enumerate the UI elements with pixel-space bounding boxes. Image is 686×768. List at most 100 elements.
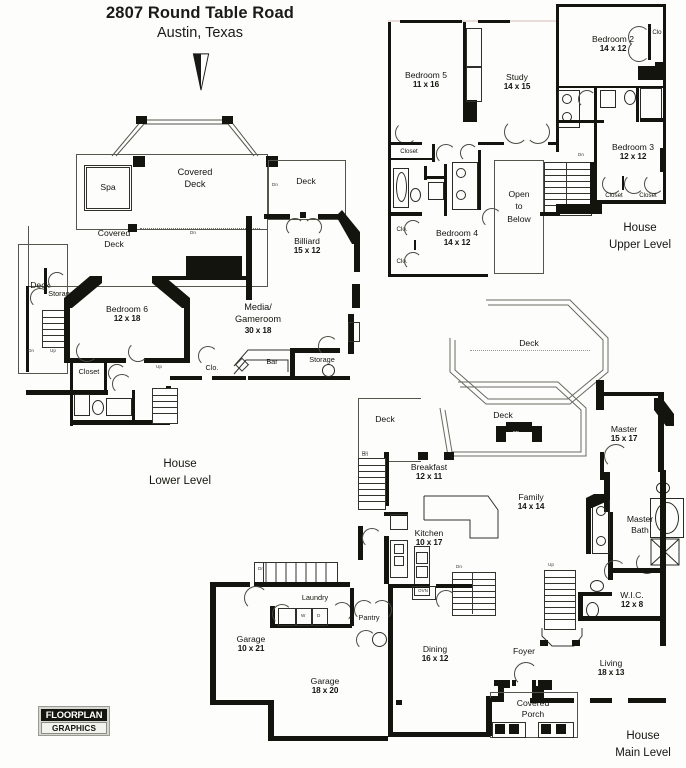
door-swing: [304, 218, 322, 236]
toilet-fixture: [624, 90, 636, 105]
room-label-deck: Deck: [296, 176, 316, 186]
wall: [556, 204, 602, 214]
toilet-fixture: [410, 188, 421, 202]
wall: [212, 376, 246, 380]
wall: [388, 166, 391, 218]
stair-direction-label: Dn: [258, 566, 264, 571]
room-label-bedroom-5: Bedroom 5 11 x 16: [404, 70, 448, 90]
wall: [290, 348, 295, 380]
wall: [594, 88, 597, 98]
wall: [596, 380, 604, 410]
door-swing: [436, 590, 456, 610]
deck-left-main-outline: [358, 398, 421, 462]
washer-label: W: [301, 613, 306, 618]
wall: [594, 200, 666, 204]
wall: [160, 276, 186, 280]
bedroom-6-corner: [64, 276, 102, 308]
cooktop-burner: [394, 544, 404, 554]
wall: [582, 592, 612, 596]
room-label-living: Living 18 x 13: [597, 658, 625, 678]
wall: [578, 616, 666, 621]
wall: [64, 306, 70, 362]
door-swing: [286, 218, 304, 236]
door-swing: [76, 340, 98, 362]
door-swing: [602, 174, 622, 194]
fireplace: [496, 422, 542, 442]
wall: [384, 452, 389, 506]
room-label-deck-left-main: Deck: [375, 414, 395, 424]
room-label-deck-mid: Deck: [493, 410, 513, 420]
room-label-bedroom-6: Bedroom 6 12 x 18: [105, 304, 149, 324]
wall: [478, 142, 504, 145]
shower-fixture: [428, 182, 444, 200]
wall: [26, 390, 108, 395]
stair-rail: [472, 572, 473, 614]
closet-shelf: [466, 66, 482, 102]
staircase: [452, 572, 496, 616]
wall-post: [136, 116, 147, 124]
vanity-fixture: [452, 162, 478, 210]
stair-direction-label: Dn: [28, 348, 34, 353]
staircase: [544, 570, 576, 630]
room-label-covered-deck-2: Covered Deck: [97, 228, 131, 250]
door-swing: [624, 174, 644, 194]
room-label-kitchen: Kitchen 10 x 17: [414, 528, 444, 548]
floorplan-graphics-logo: FLOORPLAN GRAPHICS: [38, 706, 110, 736]
wall: [210, 582, 216, 704]
wall: [104, 362, 107, 392]
room-label-clo: Clo.: [396, 258, 408, 265]
main-deck-mid: [439, 381, 587, 457]
room-label-deck-left: Deck: [30, 280, 50, 290]
room-label-garage-2: Garage 18 x 20: [310, 676, 340, 696]
wall: [352, 284, 360, 308]
wall: [660, 470, 666, 646]
wall: [556, 4, 559, 152]
wall: [268, 736, 388, 741]
tub-fixture: [650, 498, 684, 538]
wall: [388, 216, 391, 276]
wall-post: [128, 224, 137, 232]
room-label-bar: Bar: [266, 357, 278, 366]
wall-post: [418, 452, 428, 460]
wall: [658, 392, 664, 472]
room-label-bedroom-4: Bedroom 4 14 x 12: [435, 228, 479, 248]
door-swing: [578, 90, 596, 108]
door-swing: [272, 604, 292, 624]
room-label-clo: Clo.: [396, 226, 408, 233]
wall: [478, 150, 481, 210]
wall: [548, 142, 558, 145]
stair-direction-label: Dn: [456, 564, 462, 569]
wall: [608, 512, 613, 580]
stair-direction-label: Dn: [578, 152, 584, 157]
wall: [444, 164, 447, 216]
room-label-closet: Closet: [605, 192, 623, 199]
wall: [622, 176, 624, 190]
door-swing: [526, 120, 550, 144]
stair-direction-label: Up: [156, 364, 162, 369]
door-swing: [112, 374, 132, 394]
door-swing: [30, 288, 50, 308]
room-label-closet: Closet: [639, 192, 657, 199]
wall: [210, 700, 272, 705]
billiard-corner-wall: [336, 210, 360, 244]
room-label-closet: Closet: [78, 367, 100, 376]
wall: [388, 20, 558, 22]
vanity-fixture: [558, 90, 580, 128]
room-label-closet: Closet: [400, 148, 418, 155]
logo-line-2: GRAPHICS: [41, 722, 107, 734]
spa-inner: [86, 167, 130, 209]
covered-deck-2-outline: [28, 226, 268, 287]
door-swing: [48, 272, 66, 290]
stair-landing: [541, 628, 583, 647]
wall: [26, 286, 29, 372]
wall: [424, 166, 427, 180]
door-swing: [436, 144, 456, 164]
porch-column: [541, 724, 551, 734]
wall: [648, 24, 651, 60]
sink-basin: [596, 536, 606, 546]
wall: [463, 100, 477, 122]
wall: [638, 66, 666, 80]
tub-fixture: [393, 168, 409, 208]
deck-edge-line: [140, 228, 260, 229]
room-label-covered-deck: Covered Deck: [177, 167, 213, 190]
